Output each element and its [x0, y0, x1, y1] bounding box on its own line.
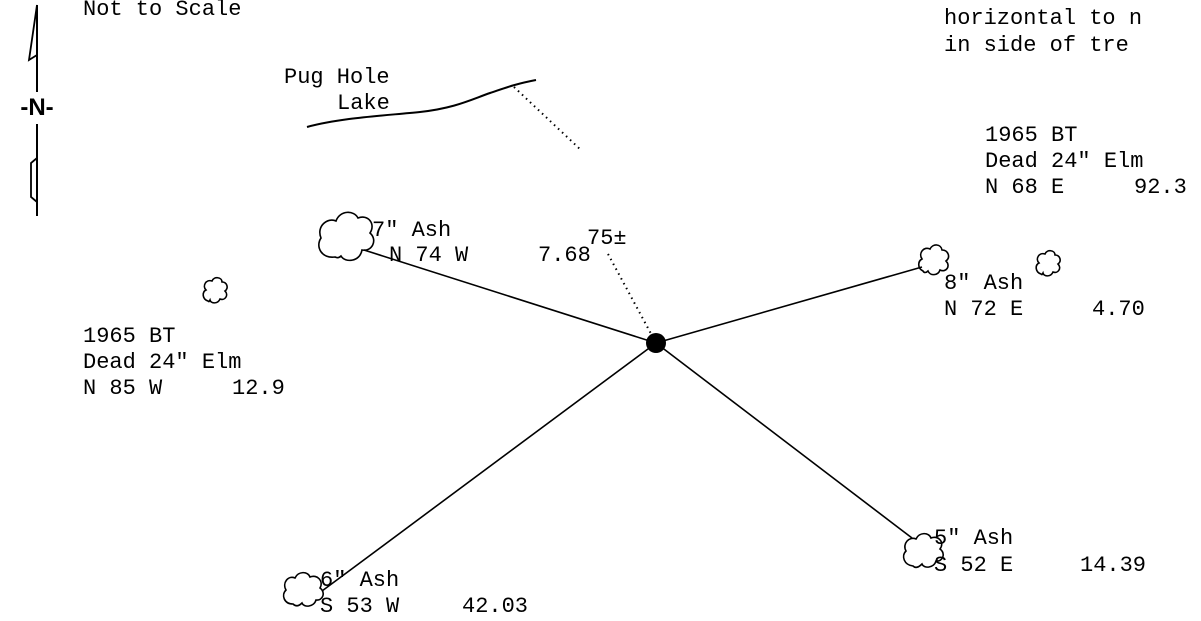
- corner-point: [646, 333, 666, 353]
- tree-distance-label: 7.68: [538, 243, 591, 268]
- tree-bearing-label: N 72 E: [944, 297, 1023, 322]
- tree-size-label: 6" Ash: [320, 568, 399, 593]
- tree-icon-6-ash: [282, 571, 325, 607]
- ray-5-ash: [655, 342, 913, 539]
- lake-leader-upper: [513, 86, 583, 152]
- reference-bearing-label: N 85 W: [83, 376, 163, 401]
- reference-year-label: 1965 BT: [83, 324, 175, 349]
- ray-8-ash: [655, 266, 923, 344]
- tree-icon-elm-west: [202, 276, 228, 304]
- lake-distance-label: 75±: [587, 226, 627, 251]
- ray-6-ash: [321, 342, 657, 592]
- lake-name-line-1: Pug Hole: [284, 65, 390, 90]
- lake-name-line-2: Lake: [337, 91, 390, 116]
- tree-distance-label: 14.39: [1080, 553, 1146, 578]
- lake-shoreline: [306, 79, 537, 128]
- tree-distance-label: 4.70: [1092, 297, 1145, 322]
- tree-icon-7-ash: [318, 211, 375, 262]
- reference-distance-label: 92.3: [1134, 175, 1187, 200]
- tree-icon-5-ash: [902, 532, 945, 569]
- tree-size-label: 7" Ash: [372, 218, 451, 243]
- tree-distance-label: 42.03: [462, 594, 528, 616]
- reference-desc-label: Dead 24" Elm: [985, 149, 1143, 174]
- north-label-bg: [8, 92, 64, 124]
- tree-size-label: 5" Ash: [934, 526, 1013, 551]
- tree-icon-8-ash: [917, 244, 950, 276]
- tree-bearing-label: S 53 W: [320, 594, 400, 616]
- bearing-tree-6-ash: 6" Ash S 53 W 42.03: [320, 568, 528, 619]
- north-label: -N-: [20, 94, 53, 121]
- reference-tree-east: 1965 BT Dead 24" Elm N 68 E 92.3: [985, 123, 1187, 200]
- bearing-tree-8-ash: 8" Ash N 72 E 4.70: [944, 271, 1145, 322]
- scale-note: Not to Scale: [83, 0, 241, 22]
- bearing-tree-5-ash: 5" Ash S 52 E 14.39: [934, 526, 1146, 578]
- north-arrow-tail: [30, 157, 38, 203]
- north-arrow: -N-: [8, 4, 64, 216]
- reference-tree-west: 1965 BT Dead 24" Elm N 85 W 12.9: [83, 324, 285, 401]
- tree-size-label: 8" Ash: [944, 271, 1023, 296]
- tree-icon-elm-east: [1035, 249, 1061, 277]
- bearing-tree-7-ash: 7" Ash N 74 W 7.68: [372, 218, 591, 268]
- lake-leader-lower: [607, 253, 657, 344]
- north-arrow-head: [27, 4, 38, 62]
- reference-year-label: 1965 BT: [985, 123, 1077, 148]
- note-line-1: horizontal to n: [944, 6, 1142, 31]
- reference-bearing-label: N 68 E: [985, 175, 1064, 200]
- note-line-2: in side of tre: [944, 33, 1129, 58]
- tree-bearing-label: N 74 W: [389, 243, 469, 268]
- ray-7-ash: [363, 249, 657, 344]
- reference-desc-label: Dead 24" Elm: [83, 350, 241, 375]
- reference-distance-label: 12.9: [232, 376, 285, 401]
- tree-bearing-label: S 52 E: [934, 553, 1013, 578]
